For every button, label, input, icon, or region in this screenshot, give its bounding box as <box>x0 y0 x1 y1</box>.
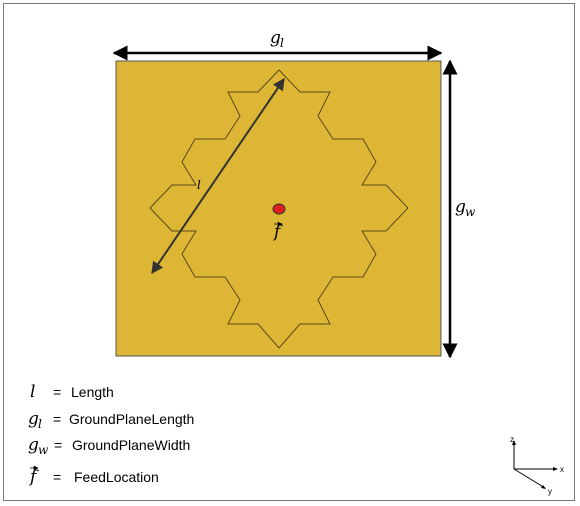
ground-width-sub: w <box>465 205 476 219</box>
legend: l = Length g l = GroundPlaneLength g w =… <box>28 382 194 487</box>
legend-symbol-ground-length: g <box>28 409 39 429</box>
z-axis-label: z <box>510 435 514 444</box>
coordinate-axes: z x y <box>510 435 564 496</box>
y-axis-label: y <box>548 487 552 496</box>
y-axis <box>513 468 546 489</box>
ground-length-label: g <box>270 28 281 48</box>
legend-text-length: Length <box>71 384 114 400</box>
legend-eq-feed: = <box>53 469 61 485</box>
feed-label: f <box>272 222 283 242</box>
x-axis-label: x <box>560 465 564 474</box>
ground-length-sub: l <box>280 36 284 50</box>
feed-point <box>272 203 286 215</box>
legend-symbol-ground-width: g <box>28 435 39 455</box>
legend-sub-ground-length: l <box>38 417 42 431</box>
length-label: l <box>197 178 201 192</box>
legend-text-ground-width: GroundPlaneWidth <box>72 437 190 453</box>
legend-eq-ground-width: = <box>54 437 62 453</box>
legend-eq-ground-length: = <box>53 411 61 427</box>
legend-eq-length: = <box>53 384 61 400</box>
legend-text-ground-length: GroundPlaneLength <box>69 411 194 427</box>
legend-symbol-feed: f <box>28 467 39 487</box>
legend-sub-ground-width: w <box>38 443 49 457</box>
ground-width-label: g <box>455 197 466 217</box>
length-arrow <box>151 78 285 274</box>
legend-text-feed: FeedLocation <box>74 469 159 485</box>
legend-symbol-length: l <box>30 382 35 402</box>
